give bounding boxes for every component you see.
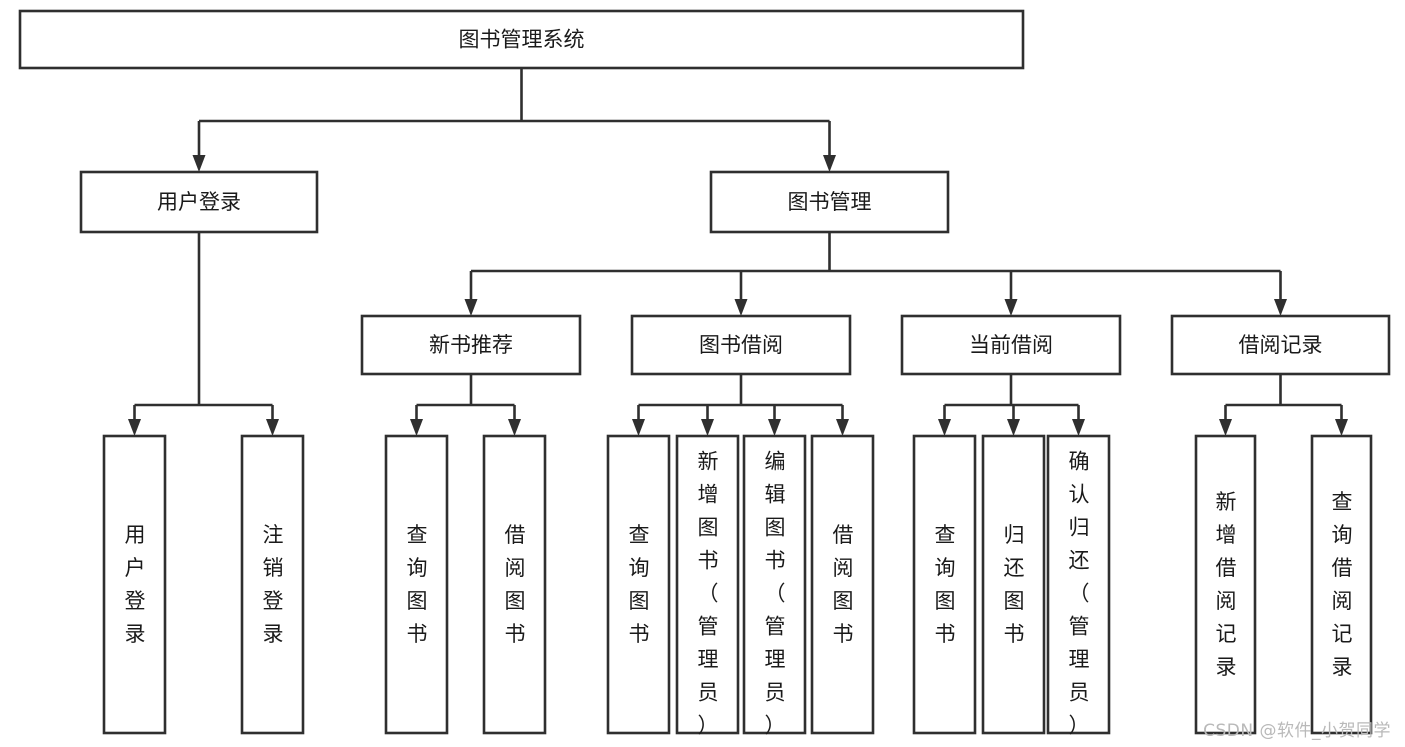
node-box [709, 170, 950, 234]
edge-arrowhead [1219, 419, 1232, 436]
node-label: 查询图书 [629, 523, 651, 646]
node-box [79, 170, 319, 234]
node-box [606, 434, 671, 735]
edge-arrowhead [1072, 419, 1085, 436]
node-box [810, 434, 875, 735]
node-leaf-newbook-query[interactable]: 查询图书 [384, 434, 449, 735]
node-label: 借阅图书 [505, 523, 527, 646]
node-bookmgmt[interactable]: 图书管理 [709, 170, 950, 234]
node-root[interactable]: 图书管理系统 [18, 9, 1025, 70]
node-leaf-records-add[interactable]: 新增借阅记录 [1194, 434, 1257, 735]
node-box [912, 434, 977, 735]
node-label: 借阅图书 [833, 523, 855, 646]
node-label: 注销登录 [263, 523, 285, 646]
node-leaf-newbook-borrow[interactable]: 借阅图书 [482, 434, 547, 735]
node-newbook[interactable]: 新书推荐 [360, 314, 582, 376]
node-login[interactable]: 用户登录 [79, 170, 319, 234]
edge-arrowhead [823, 155, 836, 172]
node-box [482, 434, 547, 735]
node-box [1194, 434, 1257, 735]
node-label: 归还图书 [1004, 523, 1026, 646]
edge-arrowhead [734, 299, 748, 316]
node-leaf-records-query[interactable]: 查询借阅记录 [1310, 434, 1373, 735]
node-leaf-current-query[interactable]: 查询图书 [912, 434, 977, 735]
node-label: 查询图书 [407, 523, 429, 646]
edge-arrowhead [128, 419, 141, 436]
node-box [1046, 434, 1111, 735]
node-box [384, 434, 449, 735]
edge-arrowhead [701, 419, 714, 436]
node-leaf-user-logout[interactable]: 注销登录 [240, 434, 305, 735]
node-box [360, 314, 582, 376]
node-leaf-user-login[interactable]: 用户登录 [102, 434, 167, 735]
edge-arrowhead [1274, 299, 1287, 316]
edge-arrowhead [632, 419, 645, 436]
edge-arrowhead [938, 419, 951, 436]
node-label: 用户登录 [157, 190, 241, 214]
node-label: 确认归还（管理员） [1069, 450, 1091, 738]
node-leaf-borrow-edit[interactable]: 编辑图书（管理员） [742, 434, 807, 738]
node-leaf-borrow-add[interactable]: 新增图书（管理员） [675, 434, 740, 738]
node-label: 新增图书（管理员） [698, 450, 720, 738]
node-current[interactable]: 当前借阅 [900, 314, 1122, 376]
node-box [981, 434, 1046, 735]
node-box [1170, 314, 1391, 376]
edge-arrowhead [508, 419, 521, 436]
node-leaf-current-return[interactable]: 归还图书 [981, 434, 1046, 735]
edge-arrowhead [836, 419, 849, 436]
node-label: 新增借阅记录 [1216, 490, 1238, 679]
edge-arrowhead [768, 419, 781, 436]
node-box [240, 434, 305, 735]
node-leaf-borrow-query[interactable]: 查询图书 [606, 434, 671, 735]
node-label: 图书管理 [788, 190, 872, 214]
node-label: 查询借阅记录 [1332, 490, 1354, 679]
node-box [1310, 434, 1373, 735]
node-label: 当前借阅 [969, 333, 1053, 357]
node-box [742, 434, 807, 735]
node-box [102, 434, 167, 735]
node-label: 用户登录 [125, 523, 147, 646]
edge-arrowhead [464, 299, 478, 316]
nodes-layer: 图书管理系统用户登录图书管理新书推荐图书借阅当前借阅借阅记录用户登录注销登录查询… [18, 9, 1391, 738]
edge-arrowhead [266, 419, 279, 436]
node-box [900, 314, 1122, 376]
node-box [675, 434, 740, 735]
edge-arrowhead [1335, 419, 1348, 436]
edge-arrowhead [1004, 299, 1018, 316]
node-label: 图书借阅 [699, 333, 783, 357]
node-label: 编辑图书（管理员） [765, 450, 787, 738]
node-box [630, 314, 852, 376]
node-label: 查询图书 [935, 523, 957, 646]
edge-arrowhead [410, 419, 423, 436]
node-leaf-borrow-lend[interactable]: 借阅图书 [810, 434, 875, 735]
edges-layer [128, 68, 1348, 436]
node-label: 借阅记录 [1239, 333, 1323, 357]
edge-arrowhead [1007, 419, 1020, 436]
node-label: 新书推荐 [429, 333, 513, 357]
node-records[interactable]: 借阅记录 [1170, 314, 1391, 376]
node-label: 图书管理系统 [459, 28, 585, 52]
edge-arrowhead [192, 155, 206, 172]
node-borrow[interactable]: 图书借阅 [630, 314, 852, 376]
node-box [18, 9, 1025, 70]
node-leaf-current-confirm[interactable]: 确认归还（管理员） [1046, 434, 1111, 738]
